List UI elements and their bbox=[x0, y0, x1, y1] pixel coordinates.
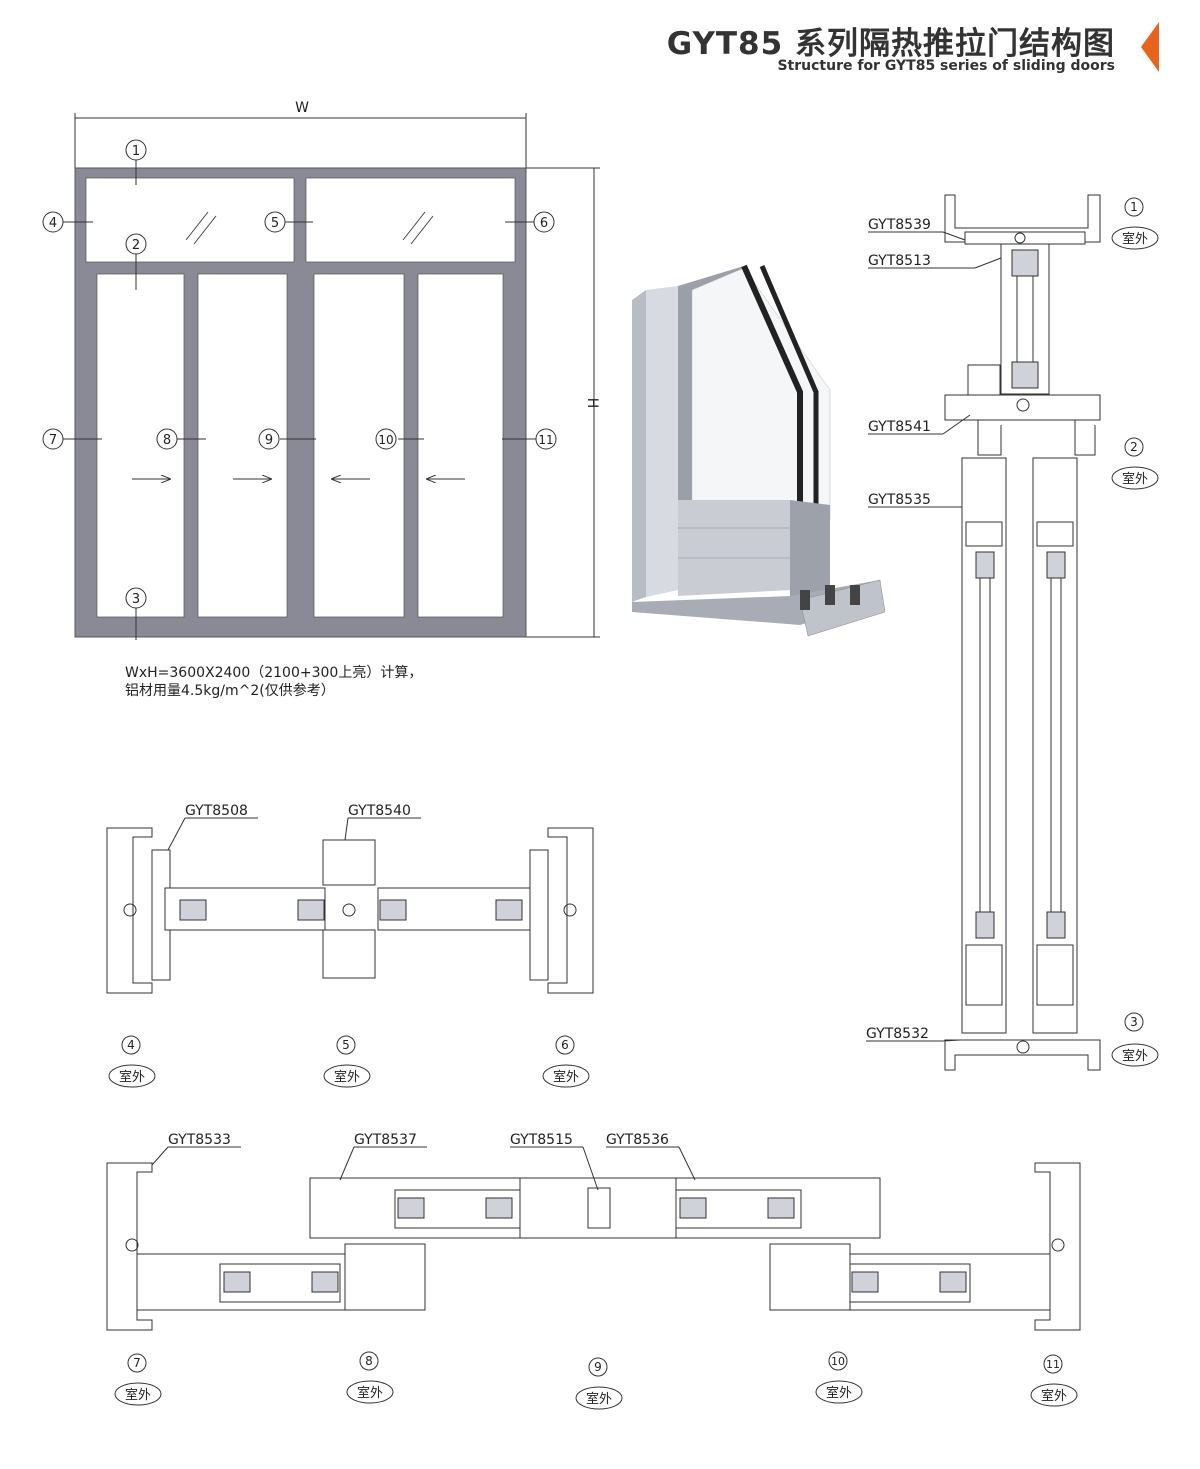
h-callout-9: 9 bbox=[594, 1360, 602, 1374]
h-outdoor-label-7: 室外 bbox=[125, 1387, 151, 1403]
h-callout-6: 6 bbox=[561, 1038, 569, 1052]
page-title: GYT85 系列隔热推拉门结构图 bbox=[666, 26, 1115, 62]
v-outdoor-label-1: 室外 bbox=[1122, 231, 1148, 247]
outdoor-badge-icon bbox=[114, 1380, 1078, 1410]
profile-label-gyt8532: GYT8532 bbox=[866, 1026, 929, 1042]
callout-11: 11 bbox=[538, 433, 553, 447]
profile-label-gyt8537: GYT8537 bbox=[354, 1132, 417, 1148]
profile-label-gyt8536: GYT8536 bbox=[606, 1132, 669, 1148]
v-outdoor-label-3: 室外 bbox=[1122, 1048, 1148, 1064]
callout-6: 6 bbox=[540, 216, 548, 231]
callout-8: 8 bbox=[163, 433, 171, 448]
callout-9: 9 bbox=[265, 433, 273, 448]
vertical-section bbox=[944, 194, 1101, 1071]
horizontal-section-lower bbox=[106, 1146, 1081, 1331]
profile-label-gyt8508: GYT8508 bbox=[185, 803, 248, 819]
callout-3: 3 bbox=[132, 592, 140, 607]
horizontal-section-upper bbox=[106, 817, 594, 994]
h-callout-10: 10 bbox=[831, 1355, 845, 1368]
profile-label-gyt8533: GYT8533 bbox=[168, 1132, 231, 1148]
h-outdoor-label-4: 室外 bbox=[119, 1069, 145, 1085]
callout-7: 7 bbox=[49, 433, 57, 448]
h-callout-7: 7 bbox=[133, 1356, 141, 1370]
v-callout-1: 1 bbox=[1130, 200, 1138, 214]
page-subtitle: Structure for GYT85 series of sliding do… bbox=[777, 58, 1115, 74]
spec-note-line-2: 铝材用量4.5kg/m^2(仅供参考） bbox=[125, 683, 335, 699]
h-callout-8: 8 bbox=[365, 1354, 373, 1368]
width-dimension-label: W bbox=[295, 100, 309, 116]
profile-label-gyt8513: GYT8513 bbox=[868, 253, 931, 269]
profile-label-gyt8540: GYT8540 bbox=[348, 803, 411, 819]
callout-10: 10 bbox=[378, 433, 393, 447]
profile-label-gyt8535: GYT8535 bbox=[868, 492, 931, 508]
spec-note-line-1: WxH=3600X2400（2100+300上亮）计算， bbox=[125, 665, 423, 681]
h-outdoor-label-11: 室外 bbox=[1041, 1388, 1067, 1404]
v-callout-3: 3 bbox=[1130, 1015, 1138, 1029]
h-outdoor-label-6: 室外 bbox=[553, 1069, 579, 1085]
height-dimension-label: H bbox=[584, 398, 600, 409]
h-outdoor-label-9: 室外 bbox=[586, 1391, 612, 1407]
outdoor-badge-icon bbox=[1111, 226, 1159, 1067]
h-callout-11: 11 bbox=[1046, 1358, 1060, 1371]
glass-hatch-icon bbox=[185, 211, 434, 245]
callout-2: 2 bbox=[132, 238, 140, 253]
v-callout-2: 2 bbox=[1130, 440, 1138, 454]
h-outdoor-label-10: 室外 bbox=[826, 1385, 852, 1401]
profile-corner-render bbox=[632, 264, 886, 637]
callout-4: 4 bbox=[49, 216, 57, 231]
h-callout-5: 5 bbox=[342, 1038, 350, 1052]
callout-5: 5 bbox=[271, 216, 279, 231]
outdoor-badge-icon bbox=[108, 1064, 590, 1088]
profile-label-gyt8515: GYT8515 bbox=[510, 1132, 573, 1148]
h-outdoor-label-5: 室外 bbox=[334, 1069, 360, 1085]
profile-label-gyt8539: GYT8539 bbox=[868, 217, 931, 233]
h-outdoor-label-8: 室外 bbox=[357, 1385, 383, 1401]
door-elevation: W H bbox=[42, 100, 600, 640]
h-callout-4: 4 bbox=[127, 1038, 135, 1052]
triangle-accent-icon bbox=[1141, 22, 1159, 72]
v-outdoor-label-2: 室外 bbox=[1122, 471, 1148, 487]
profile-label-gyt8541: GYT8541 bbox=[868, 419, 931, 435]
callout-1: 1 bbox=[132, 144, 140, 159]
